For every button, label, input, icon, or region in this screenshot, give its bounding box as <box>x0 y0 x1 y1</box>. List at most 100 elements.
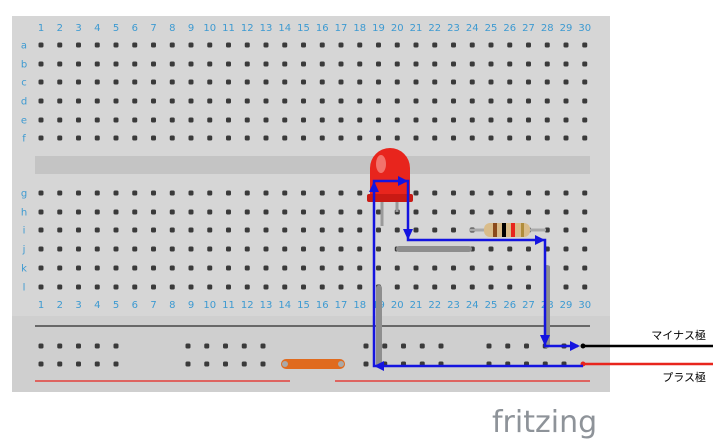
breadboard-hole <box>226 61 231 67</box>
breadboard-hole <box>113 117 119 123</box>
row-letter: i <box>23 226 26 237</box>
breadboard-hole <box>563 209 569 215</box>
column-number: 7 <box>150 23 156 34</box>
breadboard-hole <box>263 98 269 104</box>
breadboard-hole <box>319 190 325 196</box>
arrow-icon <box>369 181 379 192</box>
breadboard-hole <box>226 98 231 104</box>
column-number: 9 <box>188 300 194 311</box>
breadboard-hole <box>244 42 250 48</box>
breadboard-hole <box>38 79 44 85</box>
column-number: 22 <box>428 300 441 311</box>
breadboard-hole <box>488 190 494 196</box>
current-path <box>372 179 583 368</box>
breadboard-hole <box>132 79 138 85</box>
breadboard-hole <box>319 246 325 252</box>
breadboard-hole <box>132 117 138 123</box>
column-number: 19 <box>372 23 385 34</box>
breadboard-hole <box>132 42 138 48</box>
breadboard-hole <box>451 135 456 141</box>
breadboard-hole <box>94 135 100 141</box>
breadboard-hole <box>488 61 494 67</box>
breadboard-hole <box>113 209 119 215</box>
breadboard-hole <box>469 42 475 48</box>
breadboard-hole <box>113 42 119 48</box>
breadboard-hole <box>76 190 81 196</box>
breadboard-hole <box>94 190 100 196</box>
row-letter: c <box>21 78 27 89</box>
breadboard-hole <box>282 284 288 290</box>
breadboard-hole <box>451 117 456 123</box>
breadboard-hole <box>582 61 588 67</box>
breadboard-hole <box>263 209 269 215</box>
breadboard-hole <box>57 98 63 104</box>
column-number: 6 <box>132 23 138 34</box>
breadboard-hole <box>394 227 400 233</box>
column-number: 25 <box>485 23 498 34</box>
breadboard-hole <box>113 79 119 85</box>
breadboard-hole <box>357 79 363 85</box>
breadboard-hole <box>507 265 513 271</box>
column-number: 16 <box>316 23 329 34</box>
column-number: 21 <box>410 300 423 311</box>
breadboard-hole <box>526 209 531 215</box>
breadboard-hole <box>151 246 156 252</box>
breadboard-hole <box>376 135 381 141</box>
breadboard-hole <box>151 135 156 141</box>
column-number: 3 <box>75 23 81 34</box>
breadboard-hole <box>263 61 269 67</box>
breadboard-hole <box>338 79 344 85</box>
breadboard-hole <box>376 98 381 104</box>
breadboard-hole <box>132 284 138 290</box>
breadboard-hole <box>207 79 213 85</box>
breadboard-hole <box>282 265 288 271</box>
breadboard-hole <box>432 209 438 215</box>
breadboard-hole <box>207 190 213 196</box>
breadboard-hole <box>244 265 250 271</box>
breadboard-hole <box>469 265 475 271</box>
breadboard-hole <box>413 98 419 104</box>
rail-hole <box>524 343 529 349</box>
breadboard-hole <box>451 61 456 67</box>
breadboard-hole <box>169 117 175 123</box>
breadboard-hole <box>526 265 531 271</box>
breadboard-hole <box>94 61 100 67</box>
breadboard-hole <box>57 227 63 233</box>
breadboard-hole <box>76 98 81 104</box>
jumper-orange-end-right <box>338 361 344 367</box>
rail-hole <box>382 343 388 349</box>
breadboard-hole <box>526 117 531 123</box>
breadboard-hole <box>563 246 569 252</box>
breadboard-hole <box>282 42 288 48</box>
breadboard-hole <box>57 135 63 141</box>
column-number: 14 <box>278 23 291 34</box>
resistor-band-3 <box>511 223 515 237</box>
breadboard-hole <box>94 209 100 215</box>
breadboard-hole <box>94 227 100 233</box>
breadboard-hole <box>544 190 550 196</box>
breadboard-hole <box>413 227 419 233</box>
breadboard-hole <box>301 117 306 123</box>
breadboard-hole <box>394 98 400 104</box>
breadboard-hole <box>151 98 156 104</box>
rail-hole <box>505 343 511 349</box>
breadboard-hole <box>76 209 81 215</box>
breadboard-hole <box>488 246 494 252</box>
breadboard-hole <box>376 117 381 123</box>
column-number: 9 <box>188 23 194 34</box>
row-letter: d <box>21 97 27 108</box>
breadboard-hole <box>563 98 569 104</box>
breadboard-hole <box>301 190 306 196</box>
rail-hole <box>113 361 119 367</box>
breadboard-hole <box>319 135 325 141</box>
breadboard-hole <box>432 61 438 67</box>
breadboard-hole <box>338 265 344 271</box>
column-number: 11 <box>222 23 235 34</box>
breadboard-hole <box>357 209 363 215</box>
breadboard-hole <box>38 42 44 48</box>
breadboard-hole <box>282 61 288 67</box>
breadboard-hole <box>526 79 531 85</box>
breadboard-hole <box>244 190 250 196</box>
breadboard-hole <box>188 265 194 271</box>
breadboard-hole <box>394 284 400 290</box>
